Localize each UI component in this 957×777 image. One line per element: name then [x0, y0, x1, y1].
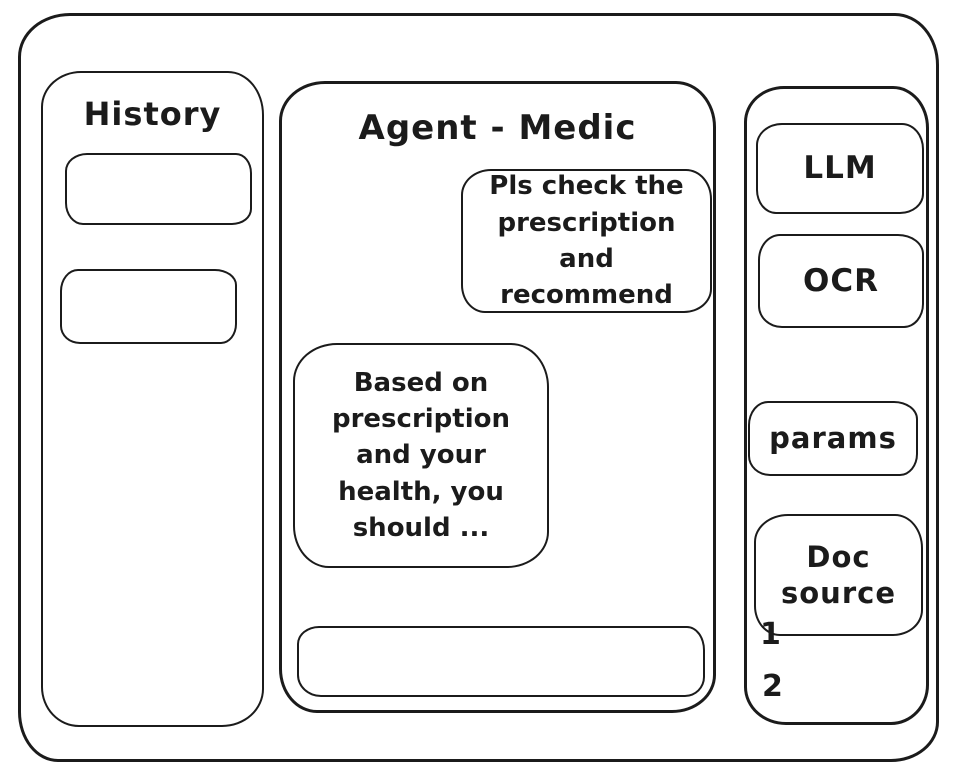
chat-panel: Agent - Medic Pls check the prescription…	[279, 81, 716, 713]
history-item[interactable]	[60, 269, 237, 344]
app-frame: History Agent - Medic Pls check the pres…	[18, 13, 939, 762]
llm-button[interactable]: LLM	[756, 123, 924, 214]
history-item[interactable]	[65, 153, 252, 225]
assistant-message-text: Based on prescription and your health, y…	[331, 367, 510, 544]
history-panel: History	[41, 71, 264, 727]
doc-source-button[interactable]: Doc source	[754, 514, 923, 636]
doc-source-item-number: 1	[760, 617, 781, 652]
doc-source-item-number: 2	[762, 669, 783, 704]
params-button[interactable]: params	[748, 401, 918, 476]
user-message-text: Pls check the prescription and recommend	[489, 171, 684, 311]
user-message-bubble: Pls check the prescription and recommend	[461, 169, 712, 313]
chat-title: Agent - Medic	[358, 108, 637, 148]
history-title: History	[83, 95, 222, 133]
assistant-message-bubble: Based on prescription and your health, y…	[293, 343, 549, 568]
tools-panel: LLM OCR params Doc source 1 2	[744, 86, 929, 725]
chat-input[interactable]	[297, 626, 705, 697]
ocr-button[interactable]: OCR	[758, 234, 924, 328]
